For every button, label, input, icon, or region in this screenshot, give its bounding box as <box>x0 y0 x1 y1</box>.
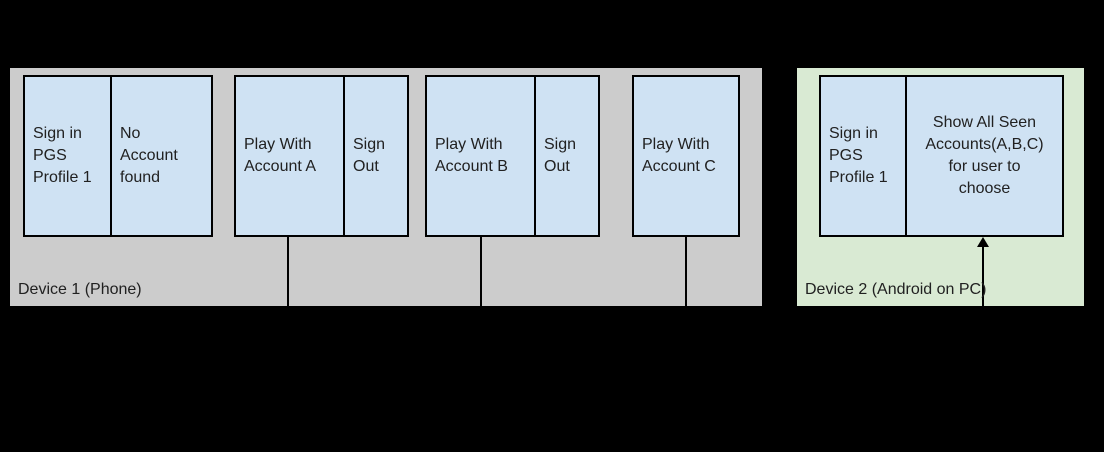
state-group-signin-no-account: Sign in PGS Profile 1 No Account found <box>23 75 213 237</box>
cell-sign-out-a: Sign Out <box>343 77 407 235</box>
state-group-show-accounts: Sign in PGS Profile 1 Show All Seen Acco… <box>819 75 1064 237</box>
device1-label: Device 1 (Phone) <box>18 281 142 298</box>
state-group-account-c: Play With Account C <box>632 75 740 237</box>
cell-sign-in-pgs-profile-1: Sign in PGS Profile 1 <box>33 125 92 186</box>
device2-label: Device 2 (Android on PC) <box>805 281 987 298</box>
cell-no-account-found: No Account found <box>110 77 211 235</box>
device2-panel: Sign in PGS Profile 1 Show All Seen Acco… <box>797 68 1084 306</box>
connector-line-account-b <box>480 237 482 306</box>
state-group-account-b: Play With Account B Sign Out <box>425 75 600 237</box>
state-group-account-a: Play With Account A Sign Out <box>234 75 409 237</box>
connector-line-account-a <box>287 237 289 306</box>
cell-show-all-seen-accounts: Show All Seen Accounts(A,B,C) for user t… <box>905 77 1062 235</box>
connector-arrow-line <box>982 246 984 306</box>
cell-play-with-account-a: Play With Account A <box>244 136 317 175</box>
arrow-up-icon <box>977 237 989 247</box>
cell-sign-in-pgs-profile-1-device2: Sign in PGS Profile 1 <box>829 125 888 186</box>
cell-play-with-account-c: Play With Account C <box>642 136 716 175</box>
cell-sign-out-b: Sign Out <box>534 77 598 235</box>
device1-panel: Sign in PGS Profile 1 No Account found P… <box>10 68 762 306</box>
connector-line-account-c <box>685 237 687 306</box>
cell-play-with-account-b: Play With Account B <box>435 136 508 175</box>
